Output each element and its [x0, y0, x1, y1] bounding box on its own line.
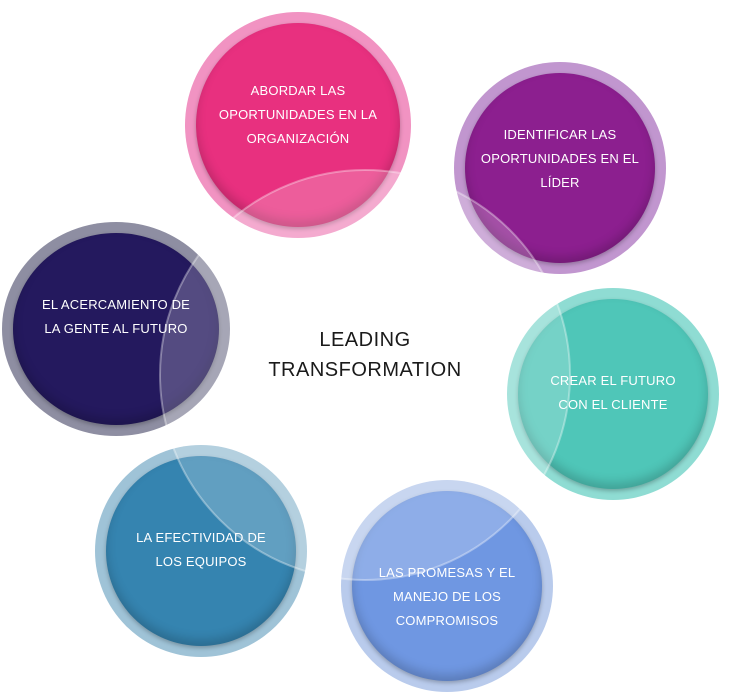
label-line: ORGANIZACIÓN — [246, 131, 350, 146]
label-line: IDENTIFICAR LAS — [503, 127, 617, 142]
circle-acercamiento: EL ACERCAMIENTO DE LA GENTE AL FUTURO — [13, 233, 219, 425]
label-line: LA EFECTIVIDAD DE — [136, 530, 266, 545]
label-line: CREAR EL FUTURO — [550, 373, 676, 388]
circle-acercamiento-label: EL ACERCAMIENTO DE LA GENTE AL FUTURO — [13, 293, 219, 341]
circle-promesas-label: LAS PROMESAS Y EL MANEJO DE LOS COMPROMI… — [352, 561, 542, 633]
label-line: ABORDAR LAS — [250, 83, 346, 98]
label-line: COMPROMISOS — [395, 613, 499, 628]
center-title-line2: TRANSFORMATION — [268, 359, 462, 381]
circle-crear-label: CREAR EL FUTURO CON EL CLIENTE — [518, 369, 708, 417]
label-line: CON EL CLIENTE — [558, 397, 668, 412]
label-line: LA GENTE AL FUTURO — [44, 321, 188, 336]
label-line: MANEJO DE LOS — [392, 589, 502, 604]
center-title-line1: LEADING — [319, 329, 411, 351]
circle-identificar-label: IDENTIFICAR LAS OPORTUNIDADES EN EL LÍDE… — [465, 123, 655, 195]
circle-abordar-label: ABORDAR LAS OPORTUNIDADES EN LA ORGANIZA… — [196, 79, 400, 151]
label-line: EL ACERCAMIENTO DE — [41, 297, 191, 312]
label-line: LÍDER — [540, 175, 580, 190]
circle-efectividad: LA EFECTIVIDAD DE LOS EQUIPOS — [106, 456, 296, 646]
circle-abordar: ABORDAR LAS OPORTUNIDADES EN LA ORGANIZA… — [196, 23, 400, 227]
label-line: OPORTUNIDADES EN EL — [480, 151, 640, 166]
label-line: LAS PROMESAS Y EL — [378, 565, 516, 580]
circle-identificar: IDENTIFICAR LAS OPORTUNIDADES EN EL LÍDE… — [465, 73, 655, 263]
center-title: LEADING TRANSFORMATION — [230, 325, 500, 385]
label-line: LOS EQUIPOS — [155, 554, 247, 569]
label-line: OPORTUNIDADES EN LA — [218, 107, 378, 122]
circle-efectividad-label: LA EFECTIVIDAD DE LOS EQUIPOS — [106, 526, 296, 574]
circle-promesas: LAS PROMESAS Y EL MANEJO DE LOS COMPROMI… — [352, 491, 542, 681]
circle-crear: CREAR EL FUTURO CON EL CLIENTE — [518, 299, 708, 489]
